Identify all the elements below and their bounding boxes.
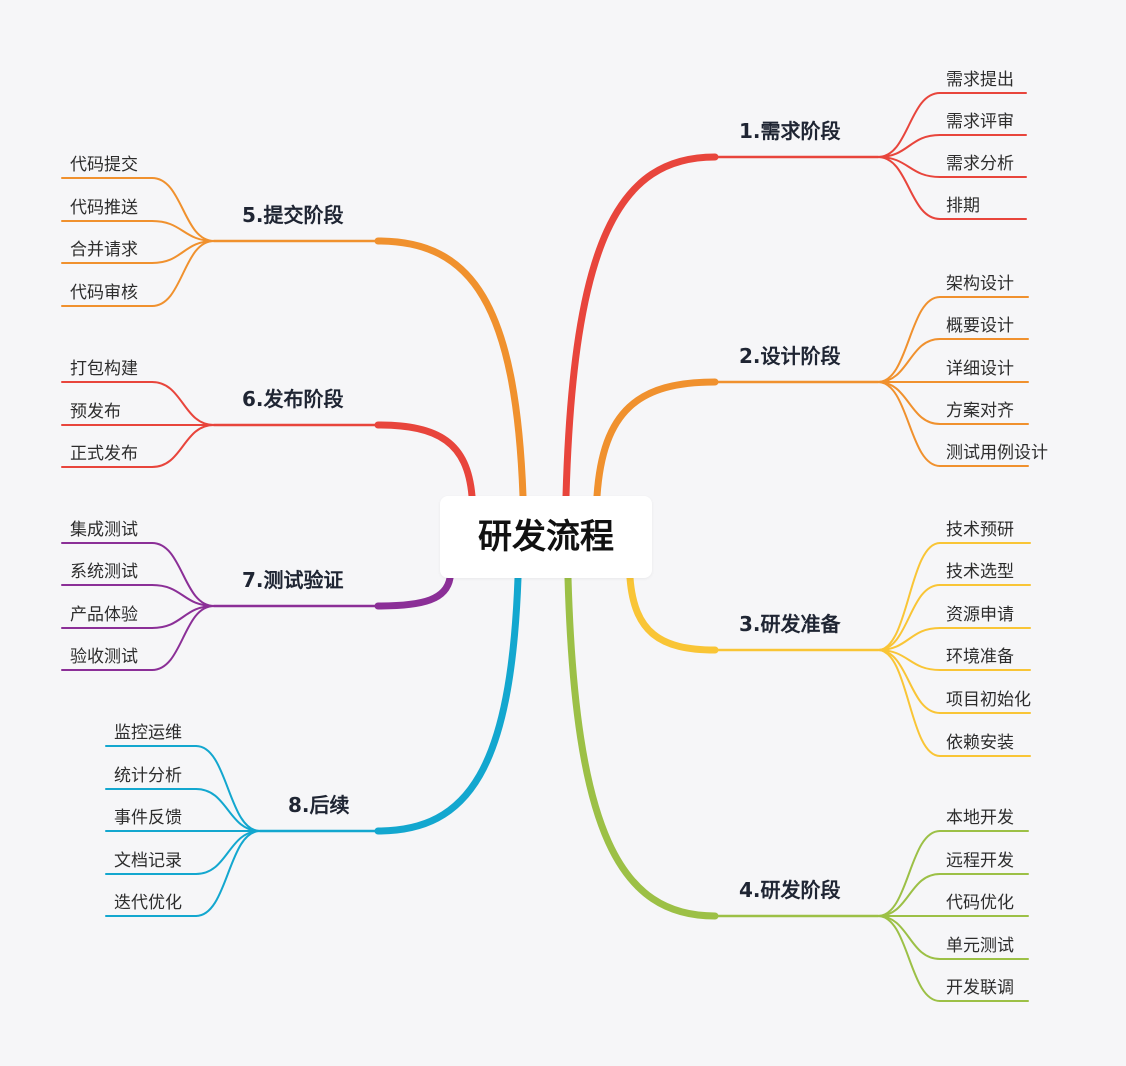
leaf-topic[interactable]: 资源申请 (946, 605, 1014, 625)
leaf-topic[interactable]: 统计分析 (114, 766, 182, 786)
leaf-topic[interactable]: 预发布 (70, 402, 121, 422)
branch-label[interactable]: 4.研发阶段 (739, 878, 841, 902)
leaf-connector (877, 381, 941, 467)
branch-connector (593, 378, 719, 500)
leaf-connector (151, 542, 215, 607)
leaf-topic[interactable]: 需求分析 (946, 154, 1014, 174)
leaf-topic[interactable]: 环境准备 (946, 647, 1014, 667)
leaf-topic[interactable]: 单元测试 (946, 936, 1014, 956)
branch-connector (374, 237, 527, 500)
leaf-connector (151, 424, 215, 468)
leaf-connector (877, 338, 941, 383)
leaf-topic[interactable]: 打包构建 (70, 359, 138, 379)
leaf-topic[interactable]: 正式发布 (70, 444, 138, 464)
leaf-connector (877, 156, 941, 220)
leaf-topic[interactable]: 开发联调 (946, 978, 1014, 998)
leaf-topic[interactable]: 技术选型 (946, 562, 1014, 582)
leaf-topic[interactable]: 合并请求 (70, 240, 138, 260)
leaf-connector (877, 915, 941, 960)
leaf-topic[interactable]: 文档记录 (114, 851, 182, 871)
central-topic-box[interactable] (440, 496, 652, 578)
branch-connector (626, 574, 719, 654)
leaf-topic[interactable]: 架构设计 (946, 274, 1014, 294)
leaf-topic[interactable]: 代码推送 (70, 198, 138, 218)
leaf-topic[interactable]: 详细设计 (946, 359, 1014, 379)
central-topic-label: 研发流程 (478, 517, 614, 557)
leaf-topic[interactable]: 系统测试 (70, 562, 138, 582)
leaf-topic[interactable]: 代码提交 (70, 155, 138, 175)
leaf-connector (877, 830, 941, 917)
leaf-connector (877, 381, 941, 425)
leaf-topic[interactable]: 本地开发 (946, 808, 1014, 828)
leaf-connector (877, 92, 941, 158)
leaf-topic[interactable]: 集成测试 (70, 520, 138, 540)
leaf-connector (151, 240, 215, 307)
leaf-connector (877, 649, 941, 671)
leaf-topic[interactable]: 概要设计 (946, 316, 1014, 336)
leaf-connector (877, 915, 941, 1002)
leaf-topic[interactable]: 事件反馈 (114, 808, 182, 828)
leaf-connector (877, 156, 941, 178)
branch-connector (564, 574, 719, 920)
leaf-connector (877, 134, 941, 158)
leaf-topic[interactable]: 测试用例设计 (946, 443, 1048, 463)
leaf-connector (877, 296, 941, 383)
branch-label[interactable]: 1.需求阶段 (739, 119, 841, 143)
leaf-topic[interactable]: 排期 (946, 196, 980, 216)
branch-label[interactable]: 8.后续 (288, 793, 350, 817)
leaf-topic[interactable]: 监控运维 (114, 723, 182, 743)
branch-label[interactable]: 7.测试验证 (242, 568, 344, 592)
leaf-topic[interactable]: 技术预研 (946, 520, 1014, 540)
leaf-topic[interactable]: 代码优化 (946, 893, 1014, 913)
leaf-topic[interactable]: 方案对齐 (946, 401, 1014, 421)
leaf-connector (877, 649, 941, 757)
leaf-topic[interactable]: 依赖安装 (946, 733, 1014, 753)
branch-label[interactable]: 2.设计阶段 (739, 344, 841, 368)
leaf-topic[interactable]: 需求提出 (946, 70, 1014, 90)
branch-label[interactable]: 3.研发准备 (739, 612, 841, 636)
leaf-connector (195, 830, 261, 875)
branch-label[interactable]: 5.提交阶段 (242, 203, 344, 227)
leaf-topic[interactable]: 需求评审 (946, 112, 1014, 132)
branch-connector (562, 153, 719, 500)
branch-connector (374, 421, 476, 500)
leaf-topic[interactable]: 验收测试 (70, 647, 138, 667)
leaf-connector (151, 240, 215, 264)
leaf-connector (877, 542, 941, 651)
leaf-topic[interactable]: 代码审核 (70, 283, 138, 303)
branch-connector (374, 574, 522, 835)
leaf-topic[interactable]: 远程开发 (946, 851, 1014, 871)
leaf-connector (151, 381, 215, 426)
leaf-connector (195, 830, 261, 917)
leaf-connector (195, 788, 261, 832)
branch-label[interactable]: 6.发布阶段 (242, 387, 344, 411)
leaf-connector (151, 220, 215, 242)
leaf-connector (151, 584, 215, 607)
leaf-connector (877, 873, 941, 917)
leaf-connector (877, 627, 941, 651)
leaf-connector (151, 605, 215, 671)
leaf-connector (151, 177, 215, 242)
leaf-topic[interactable]: 产品体验 (70, 605, 138, 625)
leaf-connector (195, 745, 261, 832)
leaf-connector (877, 584, 941, 651)
leaf-topic[interactable]: 迭代优化 (114, 893, 182, 913)
leaf-connector (151, 605, 215, 629)
branch-connector (374, 574, 454, 610)
leaf-topic[interactable]: 项目初始化 (946, 690, 1031, 710)
